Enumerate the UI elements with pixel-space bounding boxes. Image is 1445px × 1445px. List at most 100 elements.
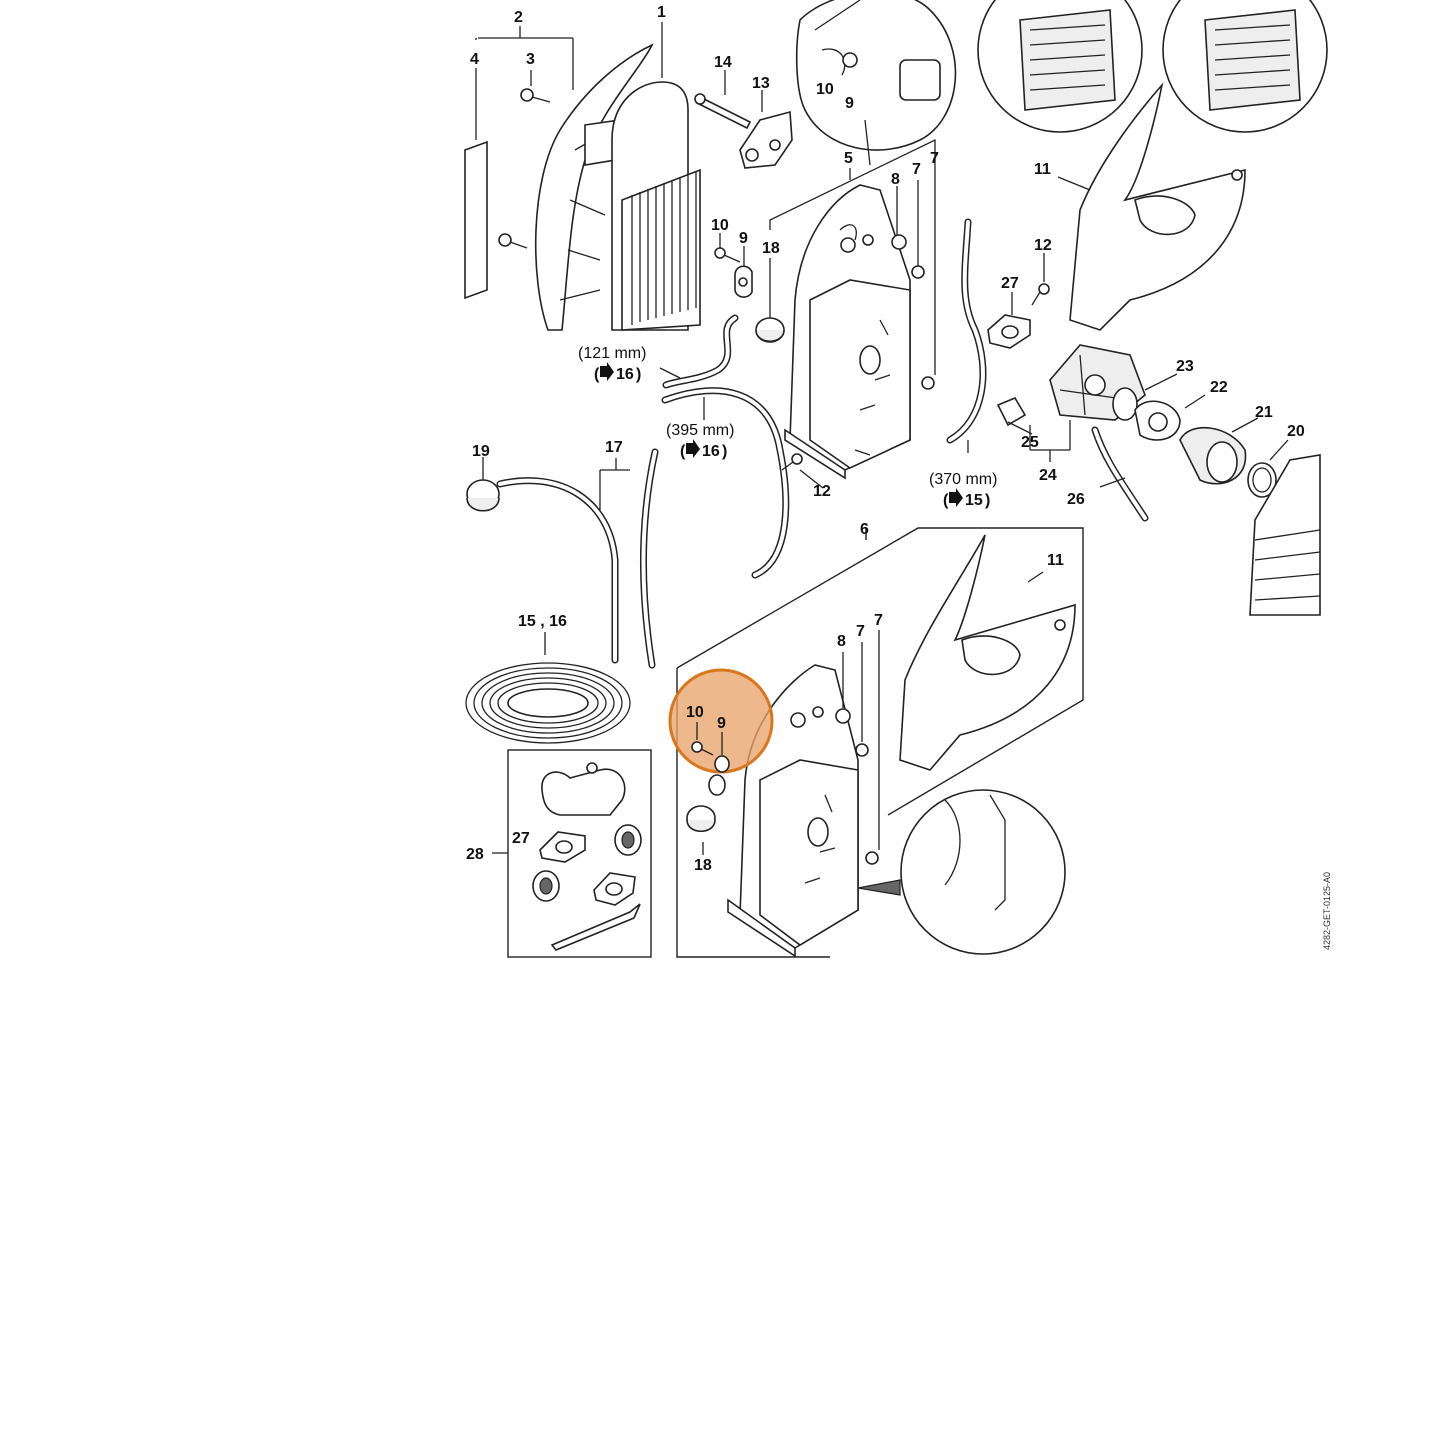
label-19: 19 (472, 443, 490, 460)
label-2: 2 (514, 9, 523, 26)
label-10-inset: 10 (816, 81, 834, 98)
label-4: 4 (470, 51, 479, 68)
label-7-bottom-a: 7 (856, 623, 865, 640)
hose-17 (639, 448, 659, 669)
primer-bulb-19 (466, 479, 500, 512)
label-17: 17 (605, 439, 623, 456)
hose-26 (1091, 426, 1149, 522)
intake-23 (1112, 387, 1138, 421)
label-5: 5 (844, 150, 853, 167)
label-8-top: 8 (891, 171, 900, 188)
leader-lines (482, 22, 1289, 655)
label-12-mid: 12 (813, 483, 831, 500)
kit-box-28 (507, 749, 652, 958)
carburetor-box-5 (784, 184, 911, 480)
clamp-20 (1247, 462, 1277, 498)
arrow-right-icon (600, 362, 614, 381)
knob-25 (996, 396, 1027, 427)
label-10-highlighted: 10 (686, 704, 704, 721)
screw-12-right (1031, 283, 1050, 306)
arrow-right-icon (949, 488, 963, 507)
filter-gasket-strip (464, 140, 488, 300)
coiled-hose-15-16 (465, 662, 631, 744)
dim-121mm-ref: ( 16 ) (594, 362, 641, 383)
primer-bulb-18-bottom (686, 805, 716, 833)
label-15-16: 15 , 16 (518, 613, 567, 630)
part-13-bracket (739, 110, 793, 169)
bolt-14 (694, 93, 752, 130)
nut-8-top (891, 234, 907, 250)
label-20: 20 (1287, 423, 1305, 440)
dim-370mm: (370 mm) (929, 471, 997, 488)
dim-395mm-ref: ( 16 ) (680, 439, 727, 460)
washer-9-highlighted[interactable] (714, 732, 730, 773)
label-26: 26 (1067, 491, 1085, 508)
leader-17 (599, 458, 630, 510)
washer-9-top (734, 265, 753, 298)
gasket-27-right (987, 314, 1031, 349)
frame-6 (676, 527, 1084, 958)
svg-text:): ) (722, 443, 727, 460)
arrow-right-icon (686, 439, 700, 458)
leader-5-7-bracket (769, 138, 936, 375)
engine-inset-2 (1162, 0, 1328, 133)
shroud-11-bottom (899, 534, 1076, 771)
label-8-bottom: 8 (837, 633, 846, 650)
label-9-highlighted: 9 (717, 715, 726, 732)
screw-3 (498, 88, 551, 249)
inset-circle-bottom (857, 789, 1066, 955)
screw-10-top (714, 247, 741, 263)
label-6: 6 (860, 521, 869, 538)
hose-370mm (946, 218, 987, 444)
engine-partial-right (1249, 454, 1321, 616)
label-22: 22 (1210, 379, 1228, 396)
label-11-bottom: 11 (1047, 552, 1064, 569)
nut-7-top (911, 265, 935, 390)
shroud-11-top (1069, 82, 1246, 331)
dim-121mm: (121 mm) (578, 345, 646, 362)
label-12-right: 12 (1034, 237, 1052, 254)
nut-7-bottom (855, 743, 879, 865)
air-filter (611, 81, 701, 331)
label-10-top: 10 (711, 217, 729, 234)
dim-395mm: (395 mm) (666, 422, 734, 439)
label-18-top: 18 (762, 240, 780, 257)
svg-text:16: 16 (702, 443, 720, 460)
primer-bulb-18-top (755, 317, 785, 343)
label-27-right: 27 (1001, 275, 1019, 292)
label-11-top: 11 (1034, 161, 1051, 178)
svg-text:(: ( (594, 366, 600, 383)
flange-22 (1134, 400, 1181, 441)
engine-inset-1 (977, 0, 1143, 133)
drawing-reference: 4282-GET-0125-A0 (1322, 872, 1332, 950)
label-13: 13 (752, 75, 770, 92)
svg-text:): ) (985, 492, 990, 509)
label-24: 24 (1039, 467, 1057, 484)
svg-text:(: ( (680, 443, 686, 460)
leader-2-bracket (475, 26, 574, 140)
dim-370mm-ref: ( 15 ) (943, 488, 990, 509)
label-9-inset: 9 (845, 95, 854, 112)
svg-text:(: ( (943, 492, 949, 509)
label-7-bottom-b: 7 (874, 612, 883, 629)
hose-395mm (661, 387, 790, 579)
label-7-top-b: 7 (930, 150, 939, 167)
label-25: 25 (1021, 434, 1039, 451)
washer-bottom (708, 774, 726, 796)
label-7-top-a: 7 (912, 161, 921, 178)
inset-circle-top (795, 0, 957, 166)
svg-text:): ) (636, 366, 641, 383)
leader-7-8-bottom (842, 630, 880, 850)
nut-8-bottom (835, 708, 851, 724)
screw-12-mid (781, 453, 803, 471)
manifold-21 (1179, 426, 1247, 485)
label-3: 3 (526, 51, 535, 68)
screw-10-highlighted[interactable] (691, 722, 714, 756)
hose-121mm (662, 314, 739, 389)
label-18-bottom: 18 (694, 857, 712, 874)
label-14: 14 (714, 54, 732, 71)
label-21: 21 (1255, 404, 1273, 421)
label-27-kit: 27 (512, 830, 530, 847)
svg-text:15: 15 (965, 492, 983, 509)
